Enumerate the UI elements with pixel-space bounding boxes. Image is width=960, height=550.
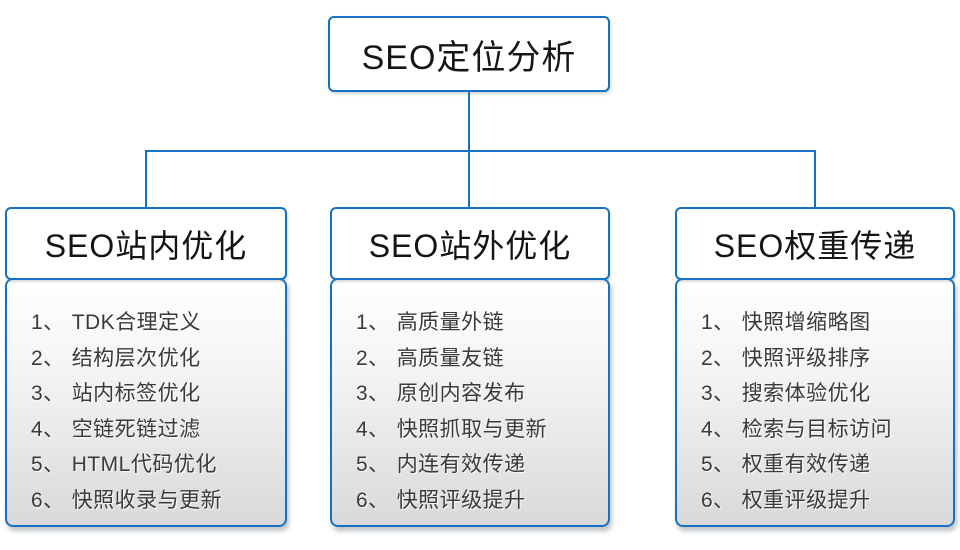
list-item: 3、原创内容发布 (356, 376, 600, 412)
item-number: 3、 (701, 382, 735, 406)
item-text: 原创内容发布 (396, 382, 526, 406)
list-item: 5、HTML代码优化 (31, 447, 277, 483)
list-item: 4、空链死链过滤 (31, 412, 277, 448)
item-number: 4、 (356, 417, 390, 441)
list-item: 5、权重有效传递 (701, 447, 945, 483)
group-onsite-optimization: SEO站内优化 1、 TDK合理定义 2、结构层次优化 3、站内标签优化 4、空链… (5, 207, 287, 527)
list-item: 4、检索与目标访问 (701, 412, 945, 448)
item-number: 6、 (356, 488, 390, 512)
group-list-weight: 1、快照增缩略图 2、快照评级排序 3、搜索体验优化 4、检索与目标访问 5、权… (675, 278, 955, 527)
list-item: 6、快照收录与更新 (31, 483, 277, 519)
item-number: 5、 (31, 453, 65, 477)
connector-left-vertical (145, 150, 147, 207)
item-number: 3、 (356, 382, 390, 406)
list-item: 2、结构层次优化 (31, 341, 277, 377)
item-number: 5、 (701, 453, 735, 477)
group-list-offsite: 1、高质量外链 2、高质量友链 3、原创内容发布 4、快照抓取与更新 5、内连有… (330, 278, 610, 527)
list-item: 3、站内标签优化 (31, 376, 277, 412)
list-item: 6、快照评级提升 (356, 483, 600, 519)
group-header-weight: SEO权重传递 (675, 207, 955, 280)
list-item: 1、快照增缩略图 (701, 305, 945, 341)
item-number: 1、 (701, 311, 735, 334)
connector-middle-vertical (468, 150, 470, 207)
item-number: 1、 (356, 311, 390, 334)
item-text: 快照抓取与更新 (396, 417, 548, 441)
item-text: 空链死链过滤 (71, 417, 201, 441)
item-text: TDK合理定义 (71, 311, 202, 334)
item-number: 6、 (31, 488, 65, 512)
list-item: 2、快照评级排序 (701, 341, 945, 377)
connector-root-vertical (468, 92, 470, 152)
item-text: 快照增缩略图 (741, 311, 871, 334)
item-text: 站内标签优化 (71, 382, 201, 406)
group-title: SEO站外优化 (368, 227, 572, 264)
item-text: 内连有效传递 (396, 453, 526, 477)
list-item: 1、 TDK合理定义 (31, 305, 277, 341)
list-item: 6、权重评级提升 (701, 483, 945, 519)
item-number: 2、 (701, 346, 735, 370)
item-text: 结构层次优化 (71, 346, 201, 370)
item-text: 快照评级排序 (741, 346, 871, 370)
root-node: SEO定位分析 (328, 16, 610, 92)
list-item: 5、内连有效传递 (356, 447, 600, 483)
group-header-offsite: SEO站外优化 (330, 207, 610, 280)
group-title: SEO权重传递 (713, 227, 917, 264)
item-text: 高质量友链 (396, 346, 505, 370)
item-number: 1、 (31, 311, 65, 334)
group-header-onsite: SEO站内优化 (5, 207, 287, 280)
connector-right-vertical (814, 150, 816, 207)
item-number: 4、 (701, 417, 735, 441)
item-number: 6、 (701, 488, 735, 512)
list-item: 2、高质量友链 (356, 341, 600, 377)
group-title: SEO站内优化 (44, 227, 248, 264)
list-item: 1、高质量外链 (356, 305, 600, 341)
item-text: 权重有效传递 (741, 453, 871, 477)
item-text: 搜索体验优化 (741, 382, 871, 406)
group-list-onsite: 1、 TDK合理定义 2、结构层次优化 3、站内标签优化 4、空链死链过滤 5、H… (5, 278, 287, 527)
item-text: 检索与目标访问 (741, 417, 893, 441)
item-text: 高质量外链 (396, 311, 505, 334)
group-weight-transfer: SEO权重传递 1、快照增缩略图 2、快照评级排序 3、搜索体验优化 4、检索与… (675, 207, 955, 527)
item-number: 2、 (31, 346, 65, 370)
list-item: 4、快照抓取与更新 (356, 412, 600, 448)
item-number: 3、 (31, 382, 65, 406)
item-number: 4、 (31, 417, 65, 441)
item-text: HTML代码优化 (71, 453, 217, 477)
connector-horizontal (145, 150, 816, 152)
item-number: 5、 (356, 453, 390, 477)
item-number: 2、 (356, 346, 390, 370)
root-node-label: SEO定位分析 (361, 38, 577, 77)
list-item: 3、搜索体验优化 (701, 376, 945, 412)
group-offsite-optimization: SEO站外优化 1、高质量外链 2、高质量友链 3、原创内容发布 4、快照抓取与… (330, 207, 610, 527)
item-text: 快照收录与更新 (71, 488, 223, 512)
item-text: 快照评级提升 (396, 488, 526, 512)
item-text: 权重评级提升 (741, 488, 871, 512)
